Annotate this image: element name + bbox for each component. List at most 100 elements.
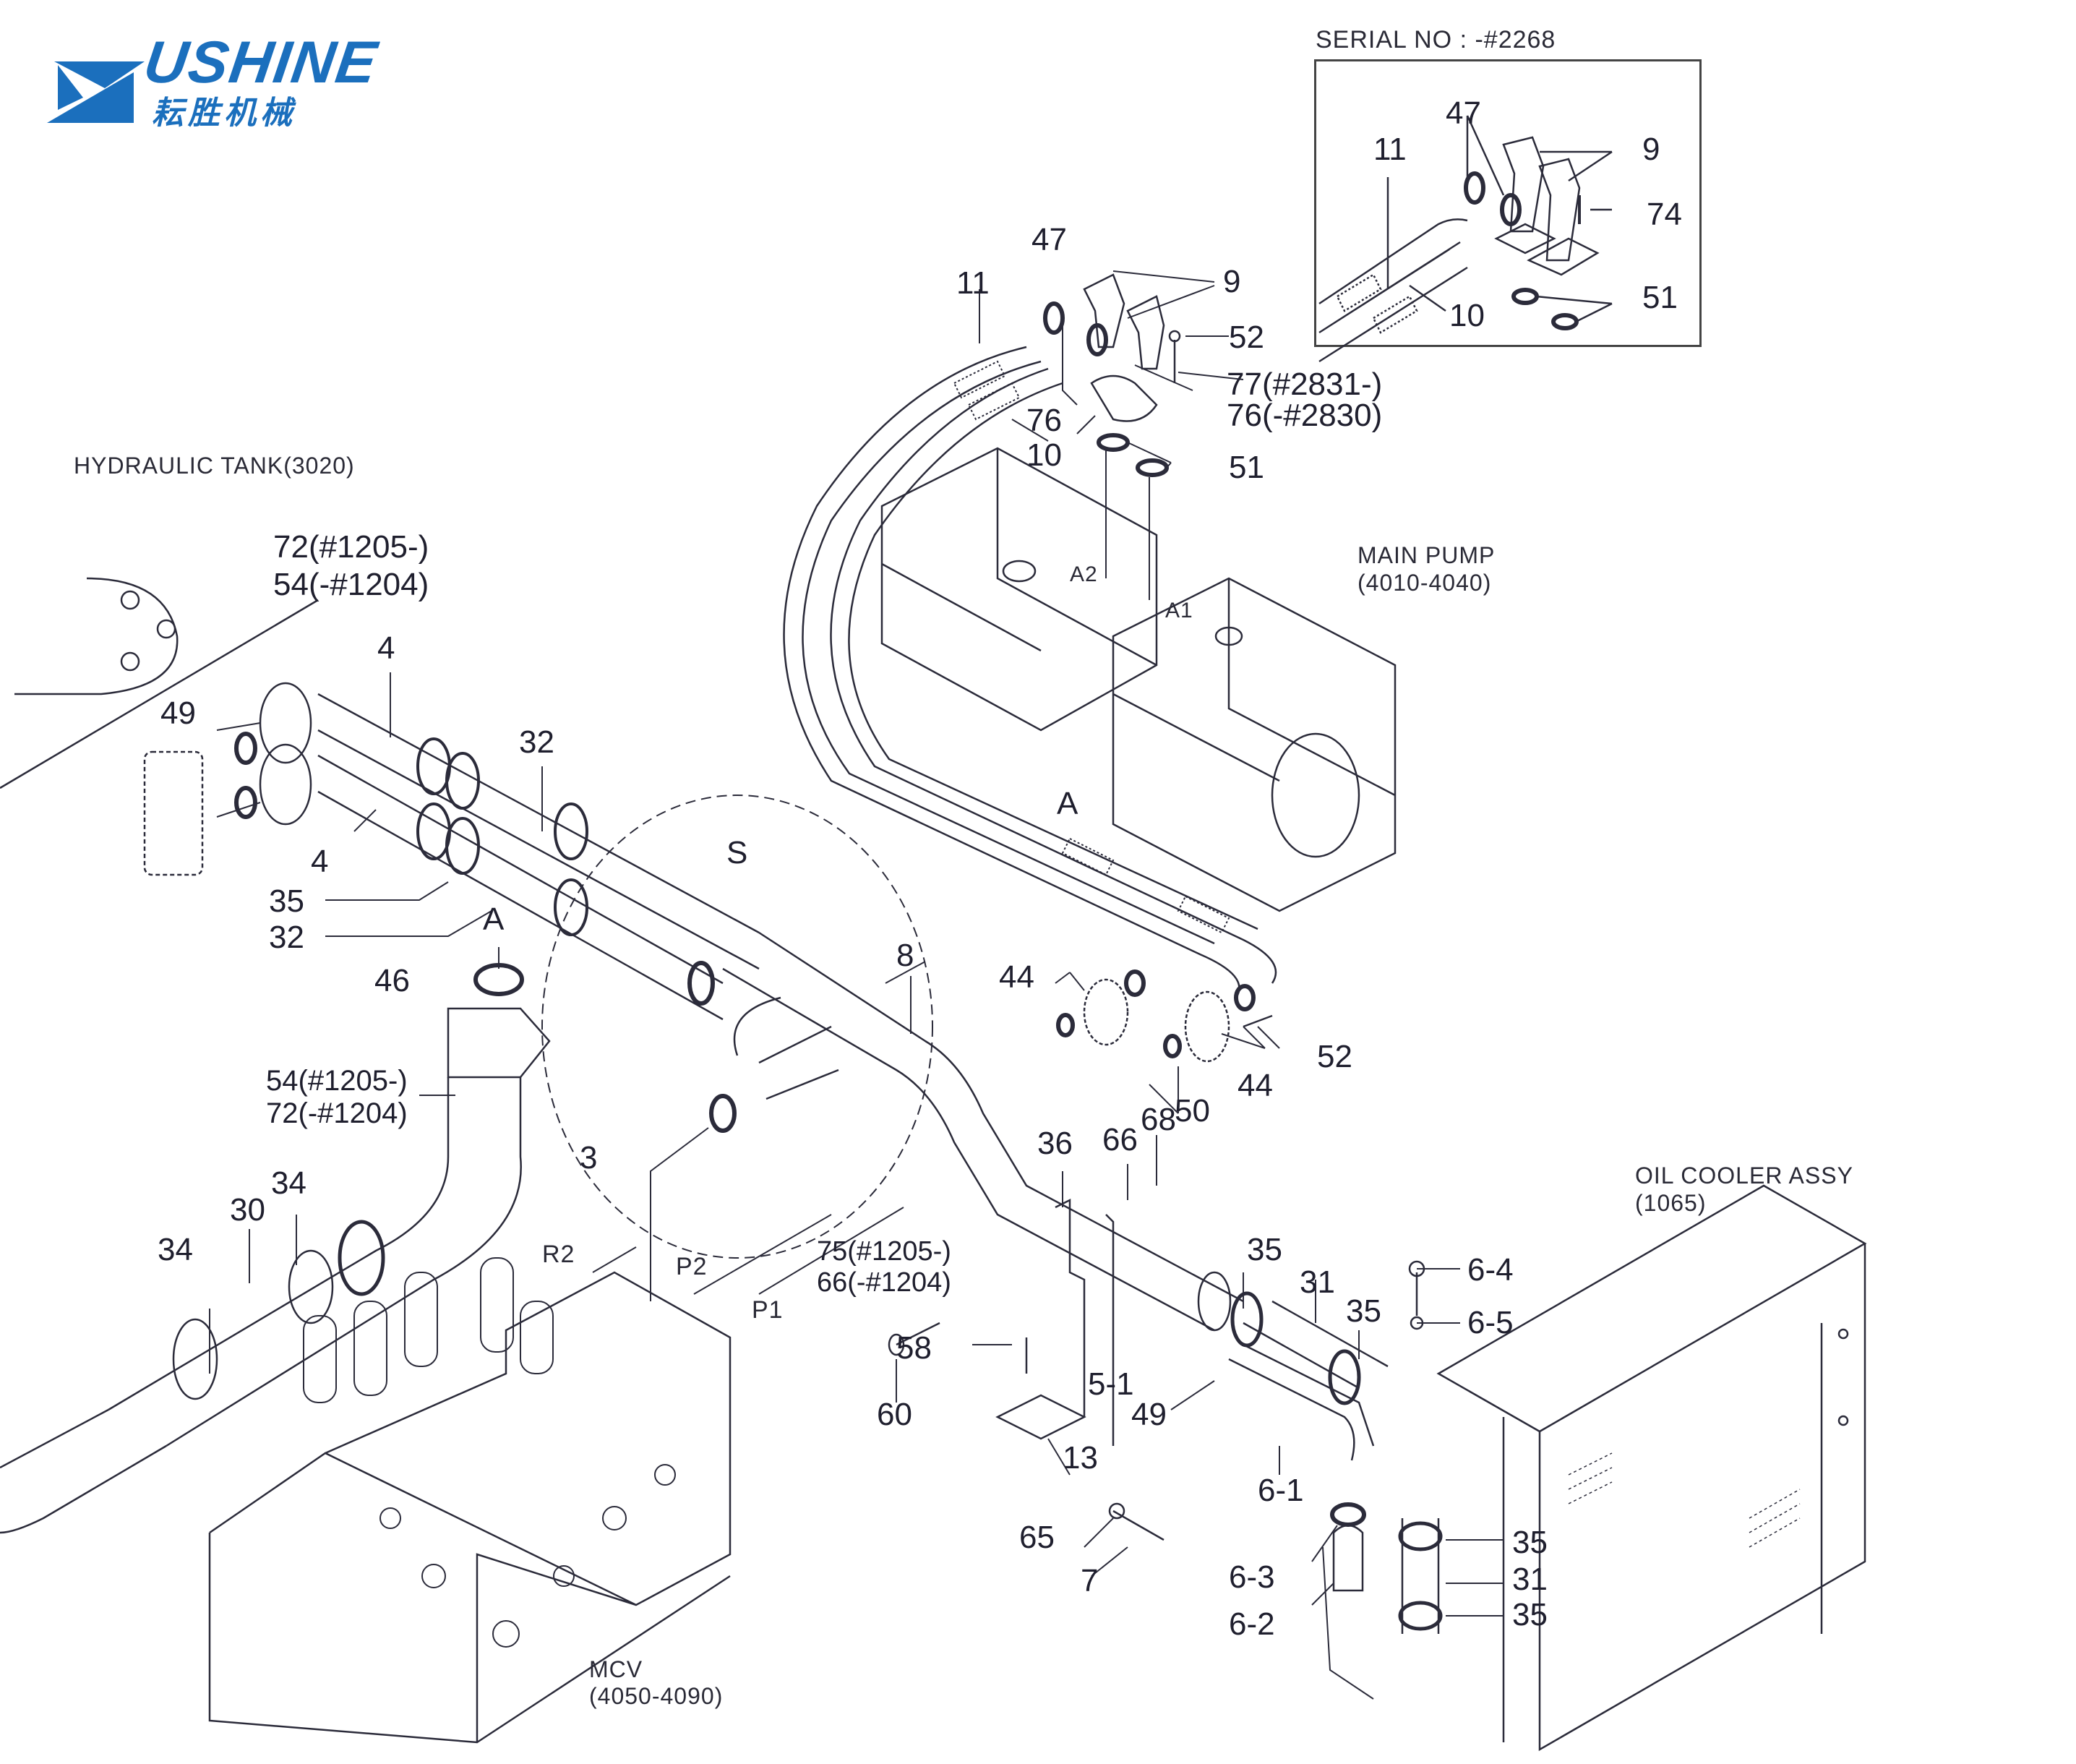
callout-60: 60	[877, 1397, 912, 1432]
o-ring-44b	[1234, 984, 1256, 1011]
callout-51: 51	[1229, 450, 1264, 485]
main-pump-body-1	[880, 447, 1158, 732]
callout-46: 46	[374, 963, 410, 998]
callout-52-top: 52	[1229, 320, 1264, 355]
callout-32-upper: 32	[519, 724, 554, 760]
caption-hydraulic-tank: HYDRAULIC TANK(3020)	[74, 453, 355, 479]
clamp-35	[416, 737, 588, 936]
callout-52-lower: 52	[1317, 1039, 1352, 1074]
callout-44-left: 44	[999, 959, 1034, 995]
pipe-4-upper	[317, 693, 760, 970]
inset-callout-11: 11	[1373, 132, 1407, 167]
pipe-3-elbow	[733, 996, 839, 1100]
bracket-36	[1055, 1198, 1115, 1446]
serial-inset-box	[1314, 59, 1702, 347]
plug-6-2	[1332, 1524, 1364, 1592]
clamp-35c	[1328, 1349, 1361, 1405]
hose-34-clamp	[288, 1249, 334, 1324]
inset-title: SERIAL NO : -#2268	[1316, 26, 1556, 53]
callout-34-upper: 34	[271, 1165, 306, 1201]
washer-65	[1108, 1502, 1125, 1520]
logo-mark-icon	[47, 61, 145, 123]
callout-77: 77(#2831-)	[1227, 367, 1383, 402]
inset-callout-10: 10	[1449, 298, 1485, 333]
port-a2: A2	[1070, 562, 1098, 586]
caption-oil-cooler: OIL COOLER ASSY	[1635, 1163, 1853, 1189]
detail-s-label: S	[726, 835, 748, 870]
pipe-4-lower	[317, 754, 724, 1021]
callout-31-cooler: 31	[1512, 1562, 1548, 1597]
hydraulic-tank	[0, 577, 319, 789]
callout-54-1205: 54(#1205-)	[266, 1065, 408, 1097]
o-ring-50a	[1056, 1013, 1075, 1037]
hose-31-upper	[1243, 1300, 1389, 1390]
caption-mcv-ref: (4050-4090)	[589, 1683, 724, 1709]
callout-6-5: 6-5	[1467, 1305, 1514, 1340]
port-p1: P1	[752, 1296, 784, 1324]
flange-plate	[143, 750, 204, 876]
callout-3: 3	[580, 1140, 598, 1176]
callout-76-serial: 76(-#2830)	[1227, 398, 1383, 433]
flange-76	[1090, 374, 1158, 422]
callout-49-lower: 49	[1131, 1397, 1167, 1432]
suction-pipe-tank-end	[0, 1408, 167, 1534]
callout-72-1205: 72(#1205-)	[273, 529, 429, 565]
callout-49-tank: 49	[160, 695, 196, 731]
callout-35-hose: 35	[1247, 1232, 1282, 1267]
tank-bolt	[156, 619, 176, 639]
callout-32-lower: 32	[269, 920, 304, 955]
leader-lines	[209, 270, 1504, 1700]
pump-shaft	[1271, 732, 1360, 858]
bolt-52b	[1243, 1014, 1273, 1028]
callout-34-lower: 34	[158, 1232, 193, 1267]
cooler-bolt	[1837, 1328, 1849, 1340]
hose-34-clamp-2	[172, 1318, 218, 1400]
callout-35-left: 35	[269, 883, 304, 919]
callout-35-cooler-lower: 35	[1512, 1597, 1548, 1632]
port-a1: A1	[1165, 599, 1193, 622]
flange-44b	[1184, 990, 1230, 1063]
callout-35-hose-b: 35	[1346, 1293, 1381, 1329]
pipe-8	[722, 931, 1244, 1332]
callout-5-1: 5-1	[1088, 1366, 1134, 1402]
clamp-35b	[1230, 1291, 1264, 1348]
brand-logo: USHINE 耘胜机械	[43, 29, 382, 132]
callout-72-1204: 72(-#1204)	[266, 1097, 408, 1129]
callout-47: 47	[1031, 222, 1067, 257]
callout-9: 9	[1223, 264, 1241, 299]
flange-4-lower	[259, 743, 312, 826]
o-ring-49	[234, 732, 257, 765]
cooler-fins	[1568, 1452, 1801, 1548]
ref-a-flange: A	[483, 902, 505, 937]
o-ring-49	[234, 786, 257, 819]
callout-31-hose: 31	[1300, 1264, 1335, 1300]
callout-6-1: 6-1	[1258, 1473, 1304, 1508]
tank-bolt	[120, 590, 140, 610]
port-a-pump: A	[1057, 786, 1078, 821]
callout-8: 8	[896, 938, 914, 973]
caption-main-pump: MAIN PUMP	[1357, 542, 1496, 568]
detail-s-circle	[541, 795, 933, 1259]
clamp-35d	[1398, 1521, 1443, 1551]
inset-callout-51: 51	[1642, 280, 1678, 315]
hose-30-clamp	[338, 1220, 385, 1296]
callout-36: 36	[1037, 1126, 1073, 1161]
callout-66-1204: 66(-#1204)	[817, 1267, 951, 1298]
caption-main-pump-ref: (4010-4040)	[1357, 570, 1492, 596]
callout-58: 58	[896, 1330, 932, 1366]
callout-4-lower: 4	[311, 844, 329, 879]
callout-65: 65	[1019, 1520, 1055, 1555]
bracket-13	[995, 1394, 1086, 1440]
brand-name-cn: 耘胜机械	[152, 95, 296, 132]
inset-callout-47: 47	[1446, 95, 1481, 131]
suction-flange	[447, 1007, 551, 1079]
oil-cooler	[1436, 1184, 1867, 1752]
caption-oil-cooler-ref: (1065)	[1635, 1190, 1707, 1216]
callout-76: 76	[1026, 403, 1062, 438]
callout-75-1205: 75(#1205-)	[817, 1236, 951, 1267]
callout-54-1204: 54(-#1204)	[273, 567, 429, 602]
elbow-fitting-9a	[1083, 273, 1125, 348]
